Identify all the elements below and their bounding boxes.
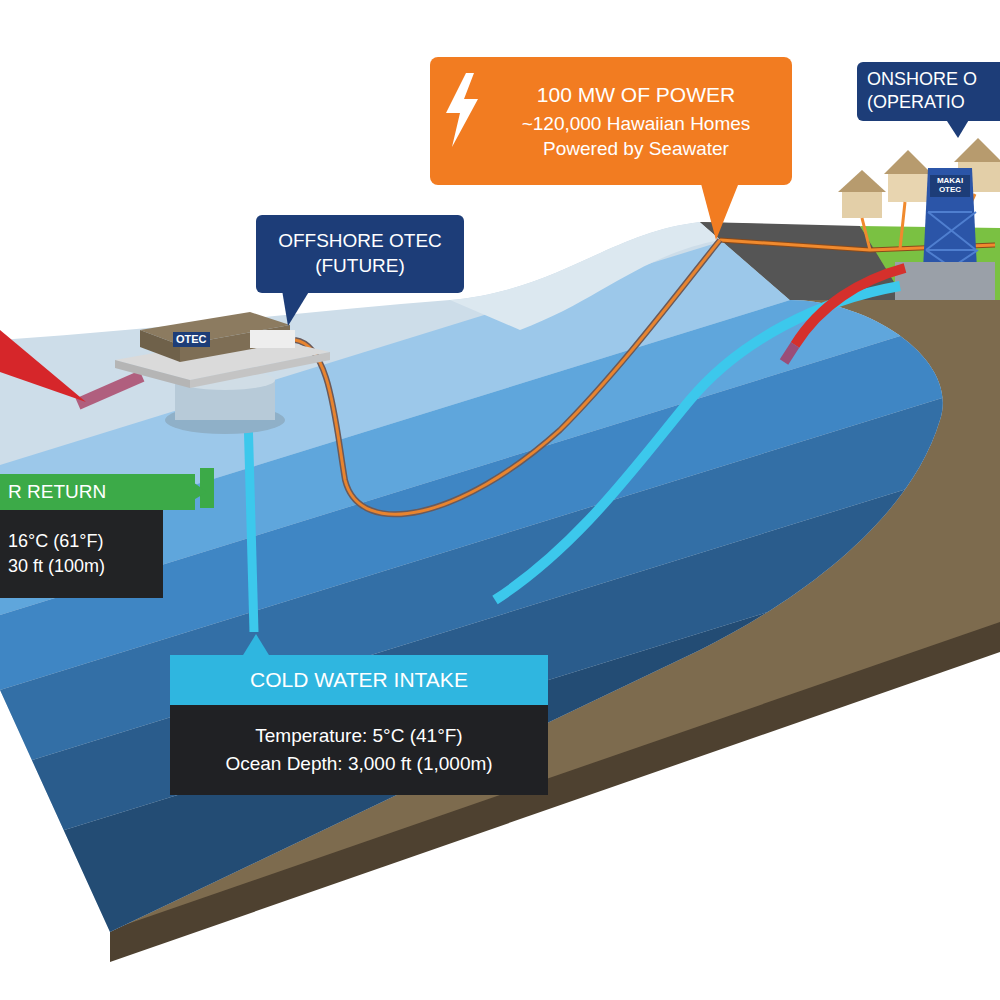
tower-label: MAKAI OTEC (930, 175, 970, 197)
platform-deck-edge (115, 360, 190, 388)
callout-text: COLD WATER INTAKE (180, 667, 538, 692)
house-roof (838, 170, 886, 192)
callout-body: 30 ft (100m) (8, 554, 155, 579)
platform-label: OTEC (173, 332, 210, 347)
lightning-icon (444, 73, 480, 147)
callout-tail (700, 180, 740, 240)
callout-tail (282, 290, 310, 326)
onshore-callout: ONSHORE O (OPERATIO (857, 62, 1000, 121)
callout-text: R RETURN (8, 481, 187, 504)
intake-details: Temperature: 5°C (41°F)Ocean Depth: 3,00… (170, 705, 548, 795)
callout-body: Ocean Depth: 3,000 ft (1,000m) (180, 750, 538, 779)
warm-pipe-end (784, 345, 795, 362)
onshore-warm-pipe (795, 268, 905, 345)
power-callout: 100 MW OF POWER ~120,000 Hawaiian Homes P… (430, 57, 792, 185)
intake-header: COLD WATER INTAKE (170, 655, 548, 705)
return-details: 16°C (61°F)30 ft (100m) (0, 510, 163, 598)
callout-text: 100 MW OF POWER (492, 81, 780, 108)
houses (838, 138, 1000, 218)
platform-module (250, 330, 295, 348)
callout-text: ONSHORE O (OPERATIO (867, 68, 987, 115)
platform-deck-edge (190, 352, 330, 388)
onshore-cold-pipe (495, 286, 900, 600)
house (842, 190, 882, 218)
return-pipe (200, 468, 214, 508)
ocean-band (0, 540, 1000, 1000)
house-roof (884, 150, 932, 174)
warm-intake-pipe (78, 376, 142, 404)
lightning-bolt (446, 73, 478, 147)
callout-text: OFFSHORE OTEC (FUTURE) (266, 229, 454, 278)
house-roof (954, 138, 1000, 162)
house (888, 172, 928, 202)
ocean-band (0, 460, 1000, 850)
offshore-cold-pipe (248, 415, 254, 632)
warm-arrow (0, 330, 86, 402)
plant-base (895, 262, 995, 300)
offshore-callout: OFFSHORE OTEC (FUTURE) (256, 215, 464, 293)
callout-text: Temperature: 5°C (41°F) (180, 722, 538, 751)
callout-text: 16°C (61°F) (8, 529, 155, 554)
callout-body: ~120,000 Hawaiian Homes Powered by Seawa… (506, 112, 766, 161)
callout-tail (945, 118, 970, 138)
return-header: R RETURN (0, 474, 195, 510)
wave-highlight (450, 222, 720, 330)
